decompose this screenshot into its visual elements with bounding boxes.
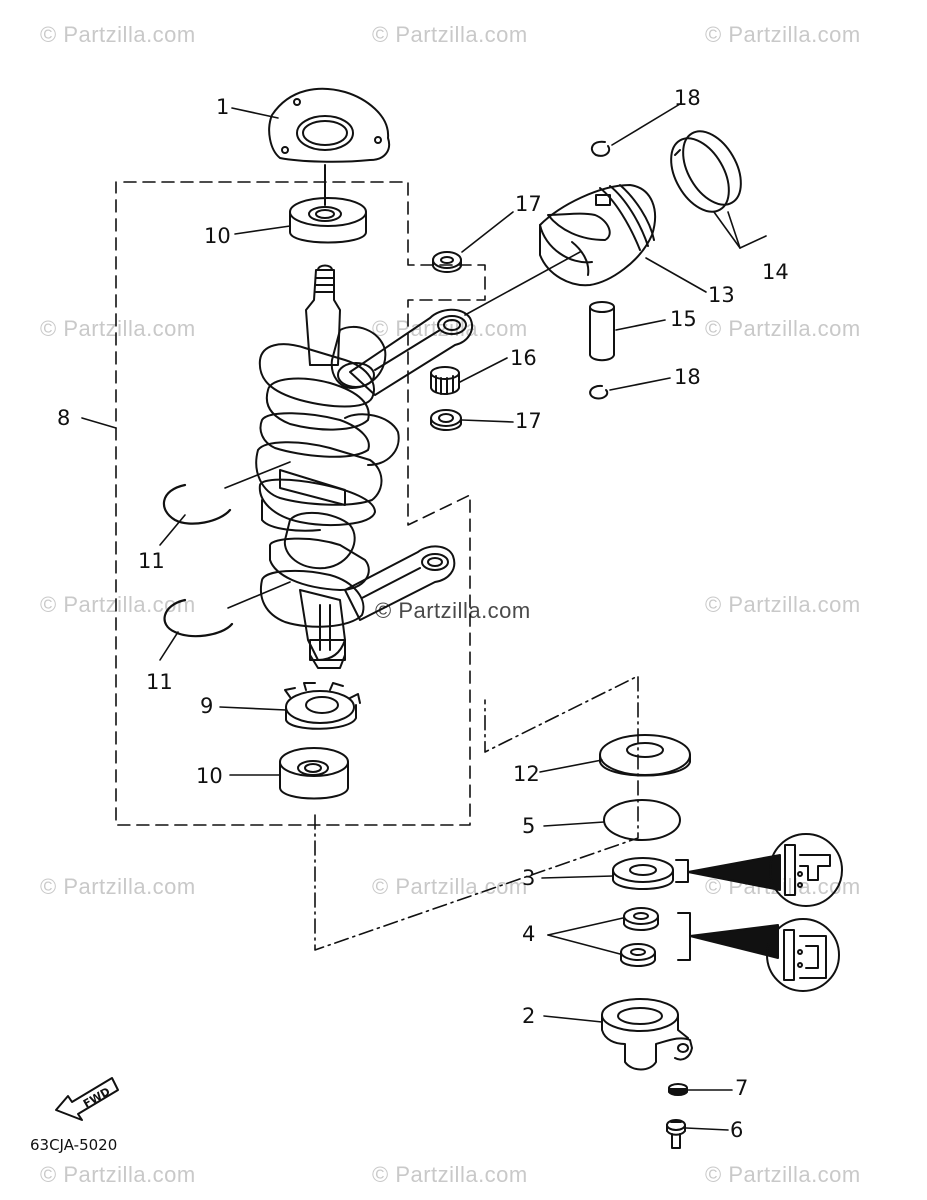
seal-bracket-4 [677, 912, 691, 961]
callout-10-bottom: 10 [196, 764, 223, 788]
lower-wrist-pin-clip [589, 384, 609, 400]
seal-detail-bubble-4 [689, 918, 840, 992]
wrist-pin-part [589, 301, 615, 362]
fwd-label: FWD [81, 1085, 112, 1111]
callout-10-top: 10 [204, 224, 231, 248]
fwd-arrow-icon [55, 1077, 119, 1121]
lower-bearing-part [279, 747, 349, 800]
callout-9: 9 [200, 694, 214, 718]
spacer-washer-part [599, 734, 691, 777]
o-ring-part [603, 799, 681, 841]
screw-washer-part [668, 1083, 688, 1096]
lower-circlip-part [163, 598, 234, 638]
callout-7: 7 [735, 1076, 749, 1100]
lower-thrust-washer-part [430, 409, 462, 431]
callout-6: 6 [730, 1118, 744, 1142]
double-oil-seal-upper-part [623, 907, 659, 931]
callout-16: 16 [510, 346, 537, 370]
callout-14: 14 [762, 260, 789, 284]
crankshaft-webs [255, 325, 400, 669]
callout-11-upper: 11 [138, 549, 165, 573]
watermark-row2-right: © Partzilla.com [705, 316, 861, 341]
watermark-row4-center: © Partzilla.com [372, 874, 528, 899]
callout-18-bottom: 18 [674, 365, 701, 389]
seal-housing-part [601, 998, 693, 1071]
callout-3: 3 [522, 866, 536, 890]
callout-12: 12 [513, 762, 540, 786]
callout-15: 15 [670, 307, 697, 331]
piston-rings-part [670, 130, 742, 213]
callout-18-top: 18 [674, 86, 701, 110]
double-oil-seal-lower-part [620, 943, 656, 967]
needle-bearing-part [430, 366, 460, 395]
watermark-row3-right: © Partzilla.com [705, 592, 861, 617]
watermark-bottom-right: © Partzilla.com [705, 1162, 861, 1187]
watermark-row2-left: © Partzilla.com [40, 316, 196, 341]
watermark-bottom-left: © Partzilla.com [40, 1162, 196, 1187]
lower-stack-leader [314, 675, 639, 951]
callout-13: 13 [708, 283, 735, 307]
diagram-code: 63CJA-5020 [30, 1136, 118, 1154]
callout-1: 1 [216, 95, 230, 119]
watermark-top-right: © Partzilla.com [705, 22, 861, 47]
callout-17-bottom: 17 [515, 409, 542, 433]
watermark-row3-left: © Partzilla.com [40, 592, 196, 617]
piston-part [539, 184, 656, 287]
callout-8: 8 [57, 406, 71, 430]
seal-detail-bubble-3 [687, 833, 843, 907]
seal-bracket-3 [675, 859, 689, 883]
watermark-row4-left: © Partzilla.com [40, 874, 196, 899]
crankshaft-assembly-boundary [115, 181, 486, 826]
crankshaft-shaft [305, 264, 341, 366]
callout-2: 2 [522, 1004, 536, 1028]
watermark-top-left: © Partzilla.com [40, 22, 196, 47]
screw-part [666, 1119, 686, 1149]
gasket-plate-part [268, 87, 390, 206]
upper-wrist-pin-clip [590, 140, 611, 157]
callout-5: 5 [522, 814, 536, 838]
upper-thrust-washer-part [432, 251, 462, 273]
drive-gear-part [284, 682, 361, 730]
watermark-top-center: © Partzilla.com [372, 22, 528, 47]
watermark-bottom-center: © Partzilla.com [372, 1162, 528, 1187]
upper-bearing-part [289, 197, 367, 244]
upper-connecting-rod [337, 308, 474, 396]
lower-connecting-rod [344, 545, 456, 621]
upper-circlip-part [162, 483, 232, 525]
oil-seal-part [612, 857, 674, 890]
callout-17-top: 17 [515, 192, 542, 216]
watermark-row3-center: © Partzilla.com [375, 598, 531, 623]
callout-11-lower: 11 [146, 670, 173, 694]
callout-4: 4 [522, 922, 536, 946]
